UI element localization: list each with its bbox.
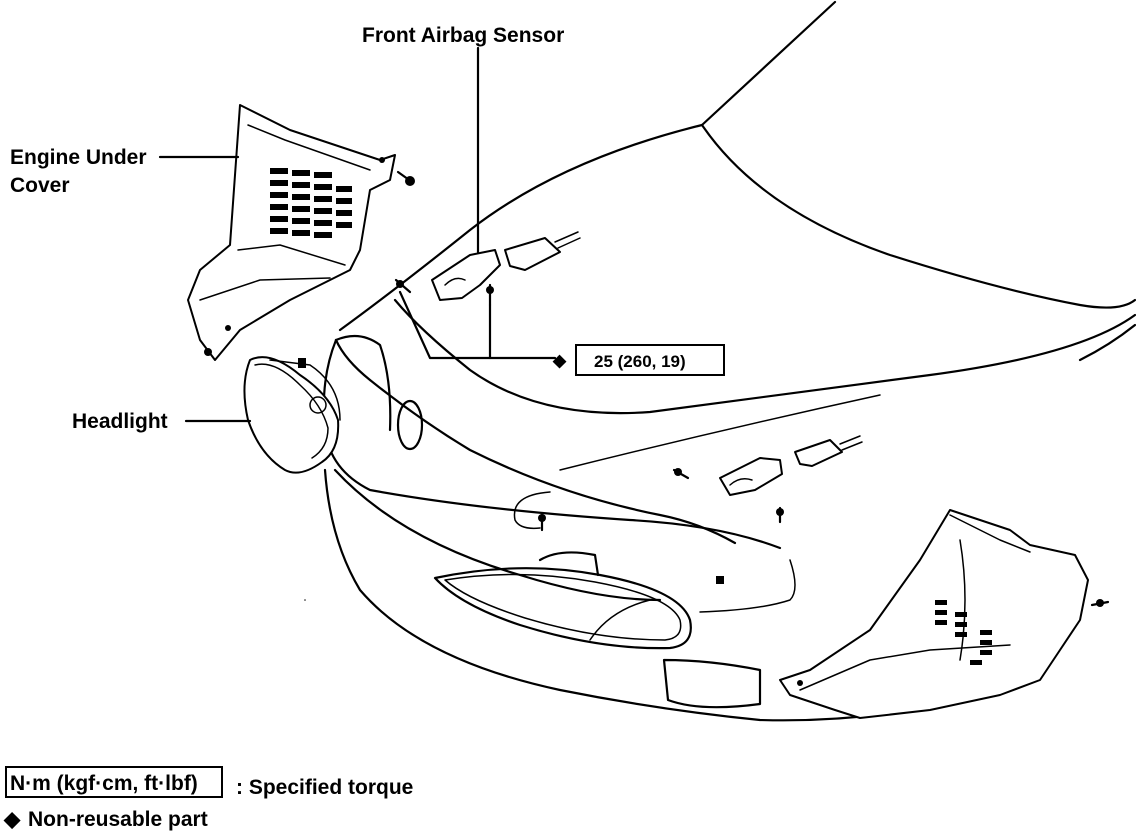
legend-nonreusable-desc: Non-reusable part — [28, 808, 208, 831]
airbag-sensor-lower — [538, 435, 863, 532]
headlight-label: Headlight — [72, 410, 168, 433]
legend-torque-desc: : Specified torque — [236, 776, 413, 799]
torque-spec-box — [575, 344, 725, 376]
leader-lines — [158, 46, 557, 423]
legend-torque-units: N·m (kgf·cm, ft·lbf) — [10, 772, 198, 795]
torque-spec-value: 25 (260, 19) — [594, 352, 686, 371]
engine-under-cover-right — [779, 509, 1110, 719]
engine-under-cover-label-line1: Engine Under — [10, 146, 147, 169]
engine-under-cover-label-line2: Cover — [10, 174, 70, 197]
legend-diamond-icon: ◆ — [3, 808, 21, 831]
nonreusable-diamond-icon: ◆ — [552, 351, 567, 370]
car-front-body — [304, 0, 1136, 722]
engine-under-cover-left — [187, 104, 415, 361]
headlight-installed — [433, 551, 724, 650]
airbag-sensor-upper — [394, 231, 581, 307]
front-airbag-sensor-label: Front Airbag Sensor — [362, 24, 564, 47]
legend-torque-units-box — [5, 766, 223, 798]
